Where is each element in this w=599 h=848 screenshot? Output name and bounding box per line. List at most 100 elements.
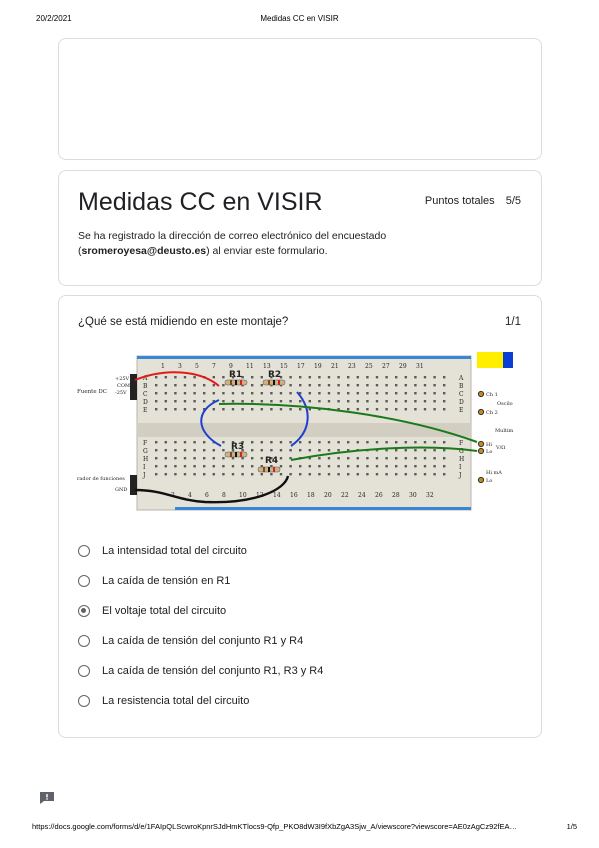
option-4[interactable]: La caída de tensión del conjunto R1, R3 … <box>78 656 323 686</box>
hole <box>395 376 398 379</box>
hole <box>337 392 340 395</box>
hole <box>174 473 177 476</box>
hole <box>423 384 427 387</box>
hole <box>299 376 302 379</box>
hole <box>174 408 177 411</box>
option-label: La caída de tensión del conjunto R1, R3 … <box>102 665 324 677</box>
hole <box>155 392 158 395</box>
hole <box>443 392 446 395</box>
resistor-band <box>230 452 232 457</box>
hole <box>356 400 359 403</box>
hole <box>270 376 273 379</box>
radio-button[interactable] <box>78 575 90 587</box>
hole <box>356 457 359 460</box>
jack-connector <box>477 440 485 448</box>
hole <box>308 384 311 387</box>
label-lo: Lo <box>486 449 492 455</box>
hole <box>203 449 206 452</box>
hole <box>289 384 292 387</box>
hole <box>222 384 225 387</box>
hole <box>212 457 215 460</box>
hole <box>231 465 235 468</box>
radio-button[interactable] <box>78 635 90 647</box>
black-wire <box>134 475 290 504</box>
respondent-email: sromeroyesa@deusto.es <box>81 245 207 257</box>
option-2[interactable]: El voltaje total del circuito <box>78 596 323 626</box>
hole <box>222 457 225 460</box>
hole <box>193 449 196 452</box>
hole <box>155 400 158 403</box>
hole <box>299 441 302 444</box>
hole <box>222 449 225 452</box>
column-number: 13 <box>263 363 271 370</box>
hole <box>395 441 398 444</box>
hole <box>222 441 225 444</box>
hole <box>251 408 254 411</box>
hole <box>414 457 417 460</box>
hole <box>260 384 263 387</box>
column-number: 16 <box>290 492 298 499</box>
hole <box>327 457 331 460</box>
column-number: 31 <box>416 363 424 370</box>
hole <box>203 465 206 468</box>
hole <box>414 384 417 387</box>
hole <box>174 457 177 460</box>
column-number: 15 <box>280 363 288 370</box>
hole <box>212 400 215 403</box>
column-number: 9 <box>229 363 233 370</box>
hole <box>174 465 177 468</box>
hole <box>443 384 446 387</box>
hole <box>327 449 331 452</box>
resistor-band <box>230 380 232 385</box>
resistor-band <box>273 467 275 472</box>
feedback-icon[interactable] <box>39 791 55 805</box>
hole <box>385 392 388 395</box>
hole <box>299 473 302 476</box>
hole <box>423 376 427 379</box>
hole <box>337 400 340 403</box>
label-minus25: -25V <box>115 390 127 396</box>
resistor-band <box>273 380 275 385</box>
column-number: 22 <box>341 492 349 499</box>
hole <box>270 457 273 460</box>
hole <box>174 441 177 444</box>
hole <box>174 392 177 395</box>
option-label: La resistencia total del circuito <box>102 695 250 707</box>
hole <box>423 473 427 476</box>
hole <box>318 400 321 403</box>
option-1[interactable]: La caída de tensión en R1 <box>78 566 323 596</box>
hole <box>347 384 350 387</box>
column-number: 8 <box>222 492 226 499</box>
hole <box>375 473 379 476</box>
hole <box>414 408 417 411</box>
resistor-band <box>240 452 242 457</box>
radio-button[interactable] <box>78 695 90 707</box>
option-3[interactable]: La caída de tensión del conjunto R1 y R4 <box>78 626 323 656</box>
radio-button-selected[interactable] <box>78 605 90 617</box>
hole <box>183 384 187 387</box>
hole <box>260 473 263 476</box>
hole <box>270 449 273 452</box>
radio-button[interactable] <box>78 545 90 557</box>
hole <box>212 384 215 387</box>
hole <box>222 465 225 468</box>
hole <box>404 473 407 476</box>
hole <box>174 376 177 379</box>
radio-button[interactable] <box>78 665 90 677</box>
option-0[interactable]: La intensidad total del circuito <box>78 536 323 566</box>
hole <box>347 400 350 403</box>
green-wire <box>218 402 478 443</box>
hole <box>308 449 311 452</box>
hole <box>337 441 340 444</box>
hole <box>155 465 158 468</box>
hole <box>279 465 283 468</box>
hole <box>164 400 167 403</box>
hole <box>366 465 369 468</box>
hole <box>414 376 417 379</box>
hole <box>356 384 359 387</box>
question-text: ¿Qué se está midiendo en este montaje? <box>78 316 289 328</box>
option-5[interactable]: La resistencia total del circuito <box>78 686 323 716</box>
row-letter: G <box>459 448 464 455</box>
score-value: 5/5 <box>505 195 521 207</box>
row-letter: D <box>143 399 148 406</box>
